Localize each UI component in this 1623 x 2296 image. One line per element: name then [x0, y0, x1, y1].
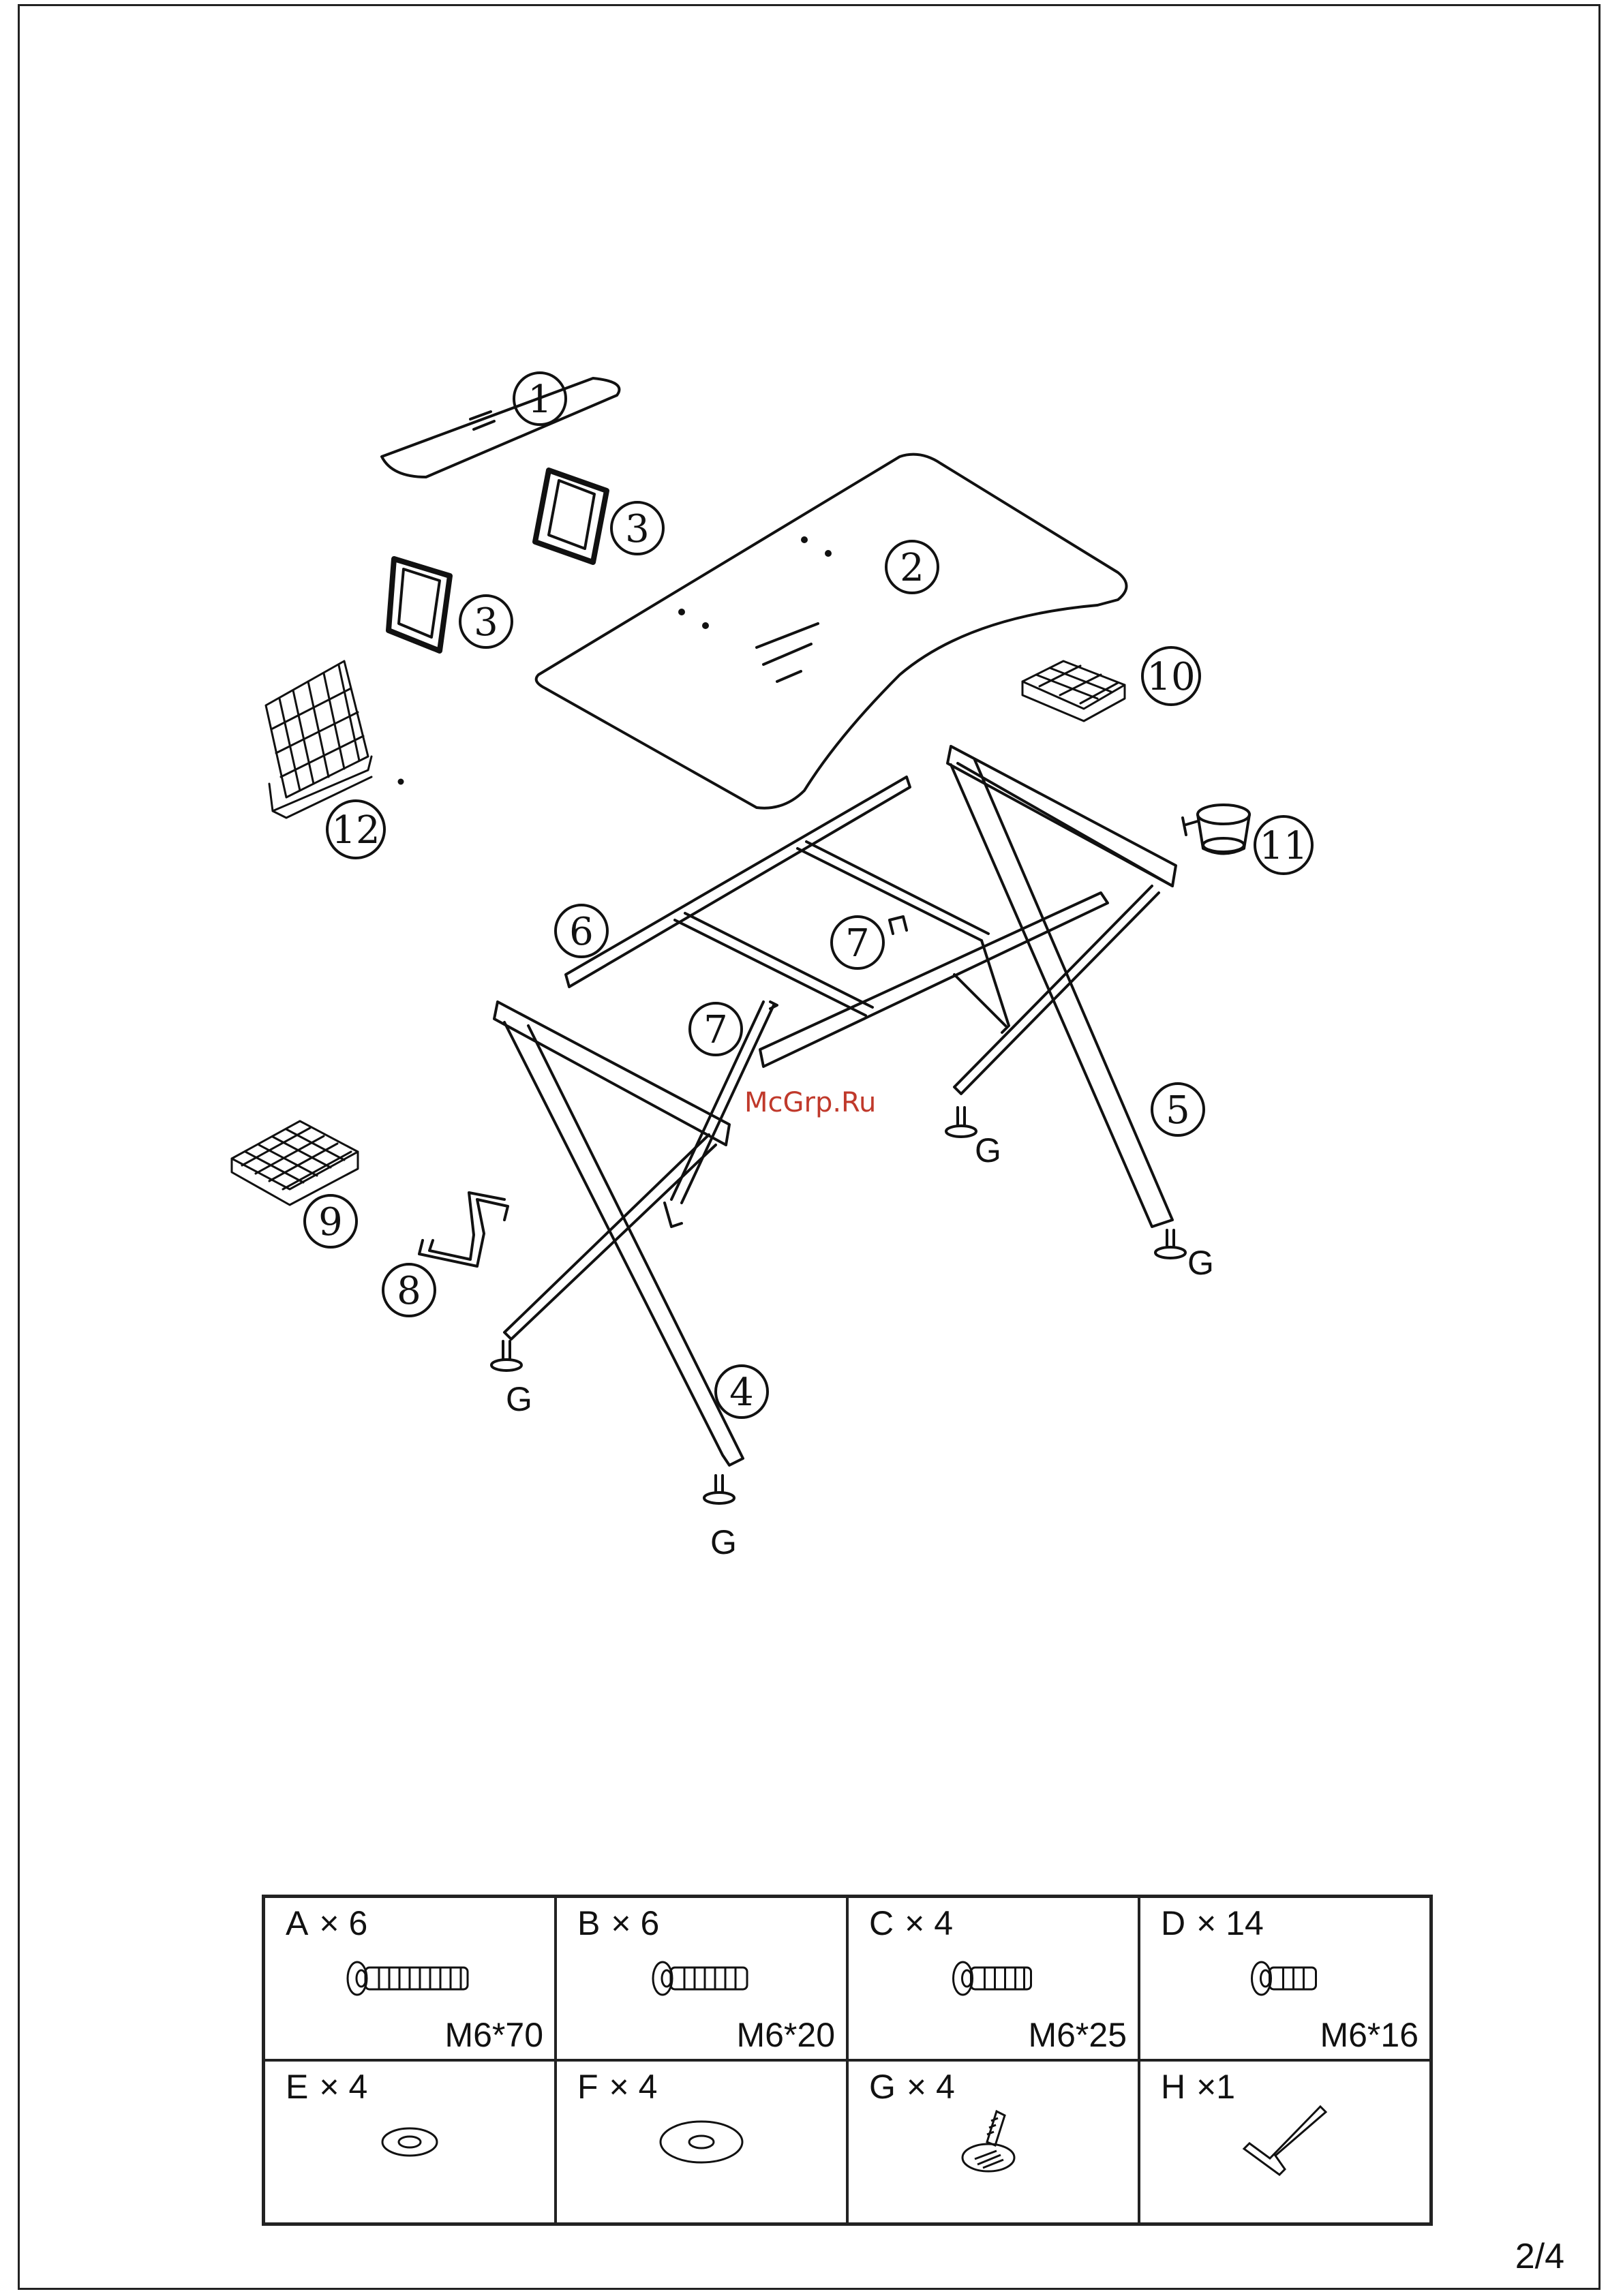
hardware-size: M6*20	[736, 2015, 835, 2055]
hardware-qty: × 6	[319, 1904, 367, 1942]
long-bolt-icon	[345, 1958, 474, 1999]
hardware-letter: G	[869, 2068, 896, 2106]
svg-text:7: 7	[845, 921, 870, 966]
svg-text:5: 5	[1166, 1088, 1190, 1133]
hardware-qty: × 4	[319, 2068, 367, 2106]
leveling-foot-icon	[956, 2104, 1031, 2179]
large-washer-icon	[657, 2118, 746, 2166]
hardware-size: M6*25	[1028, 2015, 1127, 2055]
foot-g-3: G	[491, 1341, 532, 1418]
hardware-qty: × 14	[1196, 1904, 1264, 1942]
part-10-wire-basket	[1022, 661, 1125, 721]
callout-5: 5	[1152, 1084, 1204, 1135]
hardware-qty: ×1	[1196, 2068, 1235, 2106]
short-bolt-icon	[1249, 1958, 1321, 1999]
hardware-cell-g: G × 4	[847, 2060, 1139, 2224]
hardware-qty: × 6	[611, 1904, 659, 1942]
callout-6: 6	[556, 905, 607, 957]
hardware-letter: A	[286, 1904, 308, 1942]
callout-7-left: 7	[690, 1003, 742, 1055]
callout-10: 10	[1142, 647, 1200, 705]
hardware-letter: H	[1161, 2068, 1185, 2106]
hardware-table: A × 6 M6*70 B × 6 M6*20 C × 4 M6*25 D × 14	[262, 1895, 1433, 2226]
hardware-qty: × 4	[907, 2068, 955, 2106]
callout-4: 4	[716, 1366, 768, 1418]
hardware-qty: × 4	[609, 2068, 658, 2106]
watermark: McGrp.Ru	[744, 1087, 876, 1118]
svg-text:1: 1	[528, 378, 552, 422]
part-8-hook	[419, 1193, 508, 1266]
callout-12: 12	[327, 801, 384, 858]
hardware-cell-h: H ×1	[1139, 2060, 1431, 2224]
foot-g-2: G	[1155, 1230, 1214, 1282]
svg-text:9: 9	[318, 1200, 343, 1244]
hardware-cell-c: C × 4 M6*25	[847, 1897, 1139, 2060]
callout-3-left: 3	[460, 596, 512, 647]
foot-g-1: G	[946, 1107, 1001, 1169]
foot-label: G	[506, 1380, 532, 1418]
svg-text:11: 11	[1259, 824, 1307, 868]
svg-text:3: 3	[474, 600, 498, 645]
part-6-frame-rail	[566, 777, 1108, 1067]
foot-g-4: G	[704, 1475, 737, 1561]
part-3-bracket-left	[389, 559, 450, 651]
hardware-cell-f: F × 4	[556, 2060, 847, 2224]
hardware-letter: D	[1161, 1904, 1185, 1942]
part-3-bracket-top	[535, 470, 607, 562]
bolt-icon	[650, 1958, 753, 1999]
part-9-wire-basket	[232, 1121, 358, 1205]
svg-text:2: 2	[900, 546, 924, 590]
hardware-letter: E	[286, 2068, 308, 2106]
callout-2: 2	[886, 541, 938, 593]
hardware-letter: C	[869, 1904, 894, 1942]
callout-1: 1	[514, 373, 566, 425]
foot-label: G	[1187, 1244, 1214, 1282]
hardware-letter: B	[577, 1904, 600, 1942]
svg-text:4: 4	[729, 1371, 754, 1415]
hex-key-icon	[1237, 2101, 1333, 2183]
hardware-size: M6*16	[1320, 2015, 1419, 2055]
foot-label: G	[975, 1131, 1001, 1169]
hardware-cell-a: A × 6 M6*70	[264, 1897, 556, 2060]
small-washer-icon	[379, 2125, 440, 2159]
hardware-cell-d: D × 14 M6*16	[1139, 1897, 1431, 2060]
part-12-rack	[266, 661, 403, 818]
foot-label: G	[710, 1523, 737, 1561]
svg-text:6: 6	[569, 910, 594, 954]
svg-text:12: 12	[331, 808, 380, 853]
callout-7-right: 7	[832, 917, 883, 968]
callout-8: 8	[383, 1264, 435, 1316]
hardware-letter: F	[577, 2068, 598, 2106]
part-11-cup-holder	[1183, 805, 1249, 854]
page-number: 2/4	[1515, 2236, 1564, 2277]
hardware-size: M6*70	[444, 2015, 543, 2055]
exploded-diagram: G G G G 1 3 3 2 10 11 12	[0, 0, 1623, 1636]
svg-text:10: 10	[1147, 655, 1195, 699]
svg-text:8: 8	[397, 1269, 421, 1313]
svg-text:3: 3	[625, 507, 650, 551]
svg-text:7: 7	[703, 1008, 728, 1052]
hardware-cell-e: E × 4	[264, 2060, 556, 2224]
bolt-icon	[951, 1958, 1036, 1999]
part-1-shelf-board	[382, 378, 619, 477]
hardware-cell-b: B × 6 M6*20	[556, 1897, 847, 2060]
hardware-qty: × 4	[905, 1904, 953, 1942]
callout-11: 11	[1255, 816, 1312, 874]
callout-3-top: 3	[611, 502, 663, 554]
callout-9: 9	[305, 1195, 357, 1247]
